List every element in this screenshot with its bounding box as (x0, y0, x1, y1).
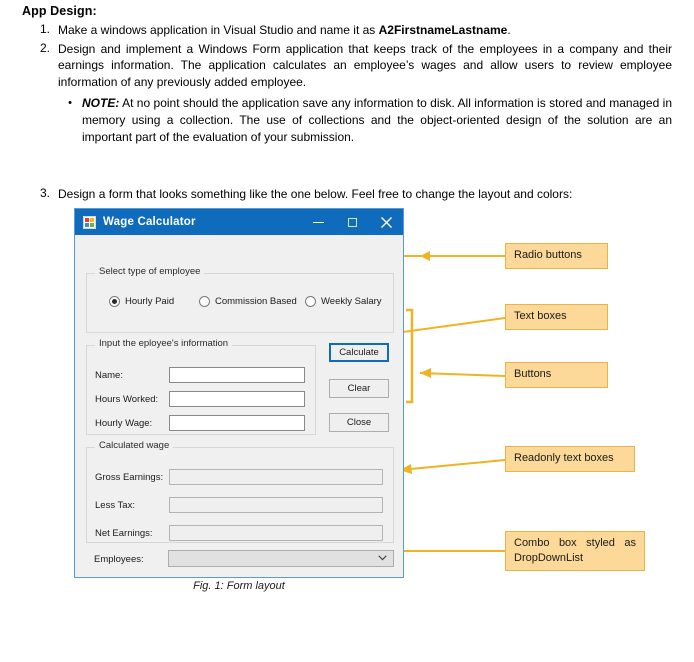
list-item-text: Make a windows application in Visual Stu… (58, 22, 672, 39)
hourly-wage-input[interactable] (169, 415, 305, 431)
radio-icon (199, 296, 210, 307)
window-frame: Wage Calculator Select type of employee … (74, 208, 404, 578)
list-item-number: 2. (39, 40, 50, 55)
list-item: 1. Make a windows application in Visual … (22, 22, 672, 39)
window-controls (301, 209, 403, 235)
hours-worked-label: Hours Worked: (95, 394, 159, 405)
gross-earnings-label: Gross Earnings: (95, 472, 164, 483)
calculated-wage-groupbox-label: Calculated wage (95, 440, 174, 451)
note-text: NOTE: At no point should the application… (82, 95, 672, 145)
radio-icon (109, 296, 120, 307)
radio-icon (305, 296, 316, 307)
radio-weekly-salary-label: Weekly Salary (321, 296, 382, 307)
page-title: App Design: (22, 4, 97, 18)
list-item: 3. Design a form that looks something li… (22, 186, 672, 203)
window-client-area: Select type of employee Hourly Paid Comm… (76, 235, 402, 576)
annotation-radio-buttons: Radio buttons (505, 243, 608, 269)
close-button[interactable]: Close (329, 413, 389, 432)
close-icon[interactable] (369, 209, 403, 235)
annotation-text-boxes: Text boxes (505, 304, 608, 330)
note-label: NOTE: (82, 96, 120, 111)
less-tax-label: Less Tax: (95, 500, 135, 511)
list-item-number: 1. (39, 22, 50, 36)
employee-type-radio-group: Hourly Paid Commission Based Weekly Sala… (87, 296, 393, 314)
input-information-groupbox-label: Input the eployee's information (95, 338, 233, 349)
radio-weekly-salary[interactable]: Weekly Salary (305, 296, 382, 307)
hours-worked-input[interactable] (169, 391, 305, 407)
item1-text-before: Make a windows application in Visual Stu… (58, 23, 379, 37)
radio-commission-based-label: Commission Based (215, 296, 297, 307)
hourly-wage-label: Hourly Wage: (95, 418, 153, 429)
gross-earnings-output (169, 469, 383, 485)
minimize-icon[interactable] (301, 209, 335, 235)
employees-label: Employees: (94, 554, 144, 565)
chevron-down-icon (378, 554, 387, 563)
sub-list-item: • NOTE: At no point should the applicati… (58, 95, 672, 145)
annotation-readonly-text-boxes: Readonly text boxes (505, 446, 635, 472)
item1-text-after: . (507, 23, 511, 37)
list-item-number: 3. (39, 186, 50, 200)
input-information-groupbox: Input the eployee's information Name: Ho… (86, 338, 316, 435)
bullet-icon: • (68, 97, 72, 110)
calculate-button[interactable]: Calculate (329, 343, 389, 362)
annotation-combo-box: Combo box styled as DropDownList (505, 531, 645, 571)
less-tax-output (169, 497, 383, 513)
wage-calculator-window: Wage Calculator Select type of employee … (74, 208, 404, 578)
calculated-wage-groupbox: Calculated wage Gross Earnings: Less Tax… (86, 440, 394, 543)
application-icon (83, 215, 96, 229)
list-item-text: Design and implement a Windows Form appl… (58, 41, 672, 146)
employees-combobox[interactable] (168, 550, 394, 567)
maximize-icon[interactable] (335, 209, 369, 235)
window-titlebar[interactable]: Wage Calculator (75, 209, 403, 235)
note-body: At no point should the application save … (82, 96, 672, 144)
employee-type-groupbox-label: Select type of employee (95, 266, 205, 277)
list-item-text: Design a form that looks something like … (58, 187, 573, 201)
instructions-list: 1. Make a windows application in Visual … (22, 22, 672, 147)
annotation-buttons: Buttons (505, 362, 608, 388)
name-input[interactable] (169, 367, 305, 383)
window-title: Wage Calculator (103, 216, 196, 228)
name-label: Name: (95, 370, 123, 381)
net-earnings-output (169, 525, 383, 541)
radio-hourly-paid[interactable]: Hourly Paid (109, 296, 174, 307)
radio-hourly-paid-label: Hourly Paid (125, 296, 175, 307)
radio-commission-based[interactable]: Commission Based (199, 296, 297, 307)
list-item: 2. Design and implement a Windows Form a… (22, 41, 672, 146)
clear-button[interactable]: Clear (329, 379, 389, 398)
employee-type-groupbox: Select type of employee Hourly Paid Comm… (86, 266, 394, 333)
figure-caption: Fig. 1: Form layout (193, 580, 285, 592)
item1-project-name: A2FirstnameLastname (378, 23, 508, 37)
item2-text: Design and implement a Windows Form appl… (58, 41, 672, 89)
net-earnings-label: Net Earnings: (95, 528, 153, 539)
